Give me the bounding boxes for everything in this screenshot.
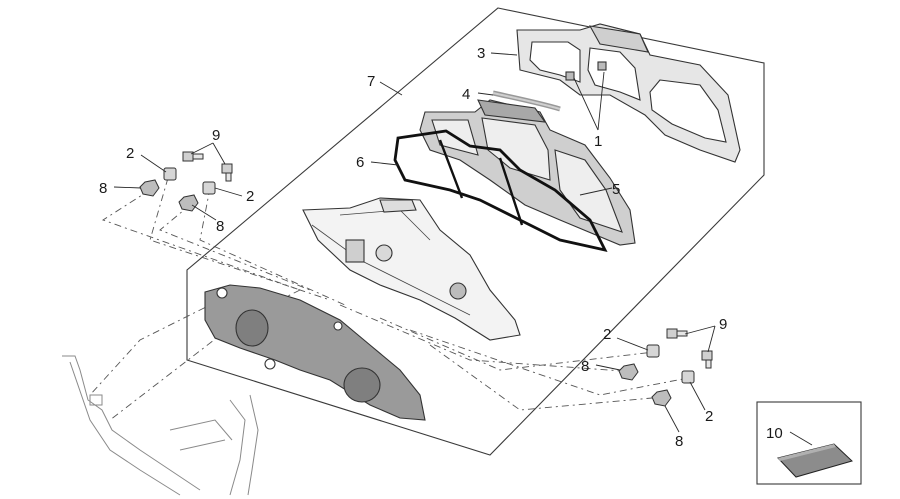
callout-9: 9 bbox=[212, 127, 220, 144]
support-frame bbox=[62, 355, 259, 496]
nut-icon bbox=[618, 363, 639, 381]
callout-7: 7 bbox=[367, 73, 375, 90]
kit-box bbox=[756, 401, 862, 485]
callout-2: 2 bbox=[603, 326, 611, 343]
callout-10: 10 bbox=[766, 425, 783, 442]
callout-8: 8 bbox=[99, 180, 107, 197]
leader-lines bbox=[113, 52, 813, 446]
callout-8: 8 bbox=[581, 358, 589, 375]
screw-icon bbox=[701, 350, 713, 369]
callout-2: 2 bbox=[126, 145, 134, 162]
screw-icon bbox=[666, 328, 688, 339]
callout-1: 1 bbox=[594, 133, 602, 150]
part-3-upper-cover bbox=[516, 23, 741, 163]
projection-lines bbox=[89, 177, 689, 421]
callout-8: 8 bbox=[675, 433, 683, 450]
part-10-sealant-pad bbox=[777, 443, 853, 478]
callout-8: 8 bbox=[216, 218, 224, 235]
instrument-body bbox=[302, 197, 521, 341]
callout-5: 5 bbox=[612, 181, 620, 198]
nut-icon bbox=[651, 389, 672, 407]
callout-labels: 1 2 2 2 2 3 4 5 6 7 8 8 8 8 9 9 10 bbox=[99, 45, 783, 450]
screw-icon bbox=[221, 163, 233, 182]
grommet-icon bbox=[646, 344, 660, 358]
grommet-icon bbox=[163, 167, 177, 181]
grommet-icon bbox=[202, 181, 216, 195]
callout-2: 2 bbox=[705, 408, 713, 425]
callout-3: 3 bbox=[477, 45, 485, 62]
grommet-icon bbox=[681, 370, 695, 384]
callout-2: 2 bbox=[246, 188, 254, 205]
hardware-fasteners bbox=[139, 151, 713, 407]
nut-icon bbox=[139, 179, 160, 197]
callout-6: 6 bbox=[356, 154, 364, 171]
callout-9: 9 bbox=[719, 316, 727, 333]
screw-icon bbox=[182, 151, 204, 162]
assembly-outline-box bbox=[186, 7, 765, 456]
callout-4: 4 bbox=[462, 86, 470, 103]
part-10-pad-top bbox=[778, 444, 836, 461]
part-6-seal bbox=[393, 129, 608, 253]
rear-cover bbox=[204, 284, 426, 421]
nut-icon bbox=[178, 194, 199, 212]
